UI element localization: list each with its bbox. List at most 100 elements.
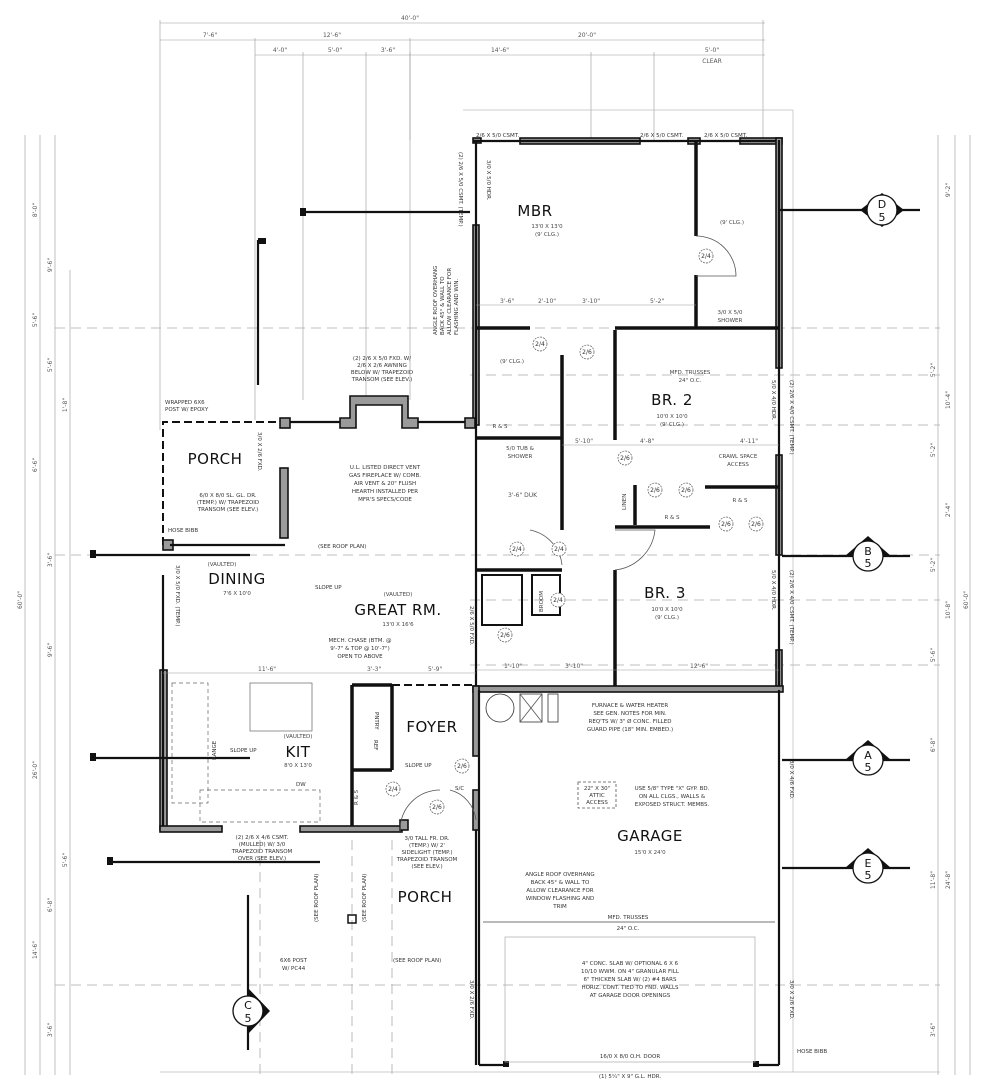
entry-door-note: 3/0 TALL FR. DR. (TEMP.) W/ 2' SIDELIGHT… <box>396 836 458 870</box>
door-tag: 2/6 <box>718 516 734 532</box>
label: 2/6 X 5/0 CSMT. <box>704 133 747 139</box>
label: 5/0 X 4/0 HDR. <box>770 570 776 611</box>
dim-left: 3'-6" <box>47 1023 54 1037</box>
section-sheet: 5 <box>865 557 872 570</box>
dim-left: 9'-6" <box>47 258 54 272</box>
label: BELOW W/ TRAPEZOID <box>351 370 413 376</box>
dim-right: 5'-2" <box>930 363 937 377</box>
pantry-label: PNTRY <box>373 712 379 730</box>
wic-shelf: R & S <box>492 424 508 430</box>
door-tag: 2/4 <box>509 541 525 557</box>
room-ceiling: (9' CLG.) <box>535 232 559 238</box>
slab-note: 4" CONC. SLAB W/ OPTIONAL 6 X 6 10/10 WW… <box>581 961 680 999</box>
label: 3/0 X 2/6 FXD. <box>788 980 794 1020</box>
label: (2) 2/6 X 5/0 FXD. W/ <box>353 356 411 362</box>
label: 2/6 <box>500 632 510 639</box>
room-name: DINING <box>208 570 265 588</box>
label: 2/6 X 5/0 CSMT. <box>640 133 683 139</box>
garage-header-label: (1) 5¼" X 9" G.L. HDR. <box>599 1074 662 1080</box>
section-letter: B <box>864 545 872 558</box>
label: 3'-10" <box>582 298 600 305</box>
room-name: BR. 3 <box>644 584 686 602</box>
label: ON ALL CLGS., WALLS & <box>639 794 706 800</box>
label: U.L. LISTED DIRECT VENT <box>350 465 421 471</box>
post-note: W/ PC44 <box>282 966 306 972</box>
section-letter: E <box>865 857 872 870</box>
dim-top: 5'-0" <box>705 47 719 54</box>
door-tag: 2/4 <box>532 336 548 352</box>
dim-left: 5'-6" <box>47 358 54 372</box>
room-vaulted: (VAULTED) <box>284 734 313 740</box>
label: SIDELIGHT (TEMP.) <box>401 850 452 856</box>
mbath-ceiling: (9' CLG.) <box>720 220 744 226</box>
room-vaulted: (VAULTED) <box>384 592 413 598</box>
dim-left: 6'-8" <box>47 898 54 912</box>
see-roof-plan-note: (SEE ROOF PLAN) <box>314 874 320 922</box>
section-sheet: 5 <box>865 761 872 774</box>
shower-label: SHOWER <box>718 318 743 324</box>
dim-top: 3'-6" <box>381 47 395 54</box>
label: TRAPEZOID TRANSOM <box>231 849 293 855</box>
dim-right: 10'-4" <box>945 391 952 409</box>
dim-left: 26'-0" <box>32 761 39 779</box>
label: (2) 2/6 X 4/6 CSMT. <box>236 835 289 841</box>
section-marker-c[interactable]: C 5 <box>232 988 270 1034</box>
label: 2/4 <box>553 597 563 604</box>
bath-shower: SHOWER <box>508 454 533 460</box>
dim-right: 9'-2" <box>945 183 952 197</box>
section-marker-b[interactable]: B 5 <box>845 536 891 572</box>
section-marker-a[interactable]: A 5 <box>845 740 891 776</box>
door-tag: 2/6 <box>579 344 595 360</box>
door-tag: 2/6 <box>748 516 764 532</box>
dim-right: 5'-6" <box>930 648 937 662</box>
dim-left: 9'-6" <box>47 643 54 657</box>
dim-left: 5'-6" <box>32 313 39 327</box>
label: 9'-7" & TOP @ 10'-7") <box>330 646 389 652</box>
label: 2/4 <box>388 786 398 793</box>
label: TRANSOM (SEE ELEV.) <box>197 507 258 513</box>
label: MFR'S SPECS/CODE <box>358 497 412 503</box>
trusses-note: MFD. TRUSSES <box>670 370 711 376</box>
section-marker-e[interactable]: E 5 <box>845 848 891 884</box>
label: 6/0 X 8/0 SL. GL. DR. <box>199 493 256 499</box>
room-vaulted: (VAULTED) <box>208 562 237 568</box>
crawl-note: ACCESS <box>727 462 749 468</box>
dim-right: 5'-2" <box>930 558 937 572</box>
angle-roof-garage-note: ANGLE ROOF OVERHANG BACK 45° & WALL TO A… <box>525 872 594 910</box>
label: 4'-11" <box>740 438 758 445</box>
range-label: RANGE <box>212 740 218 760</box>
wic-ceiling: (9' CLG.) <box>500 359 524 365</box>
section-sheet: 5 <box>879 211 886 224</box>
section-marker-d[interactable]: D 5 <box>860 193 904 227</box>
label: 4'-8" <box>640 438 654 445</box>
label: 2'-10" <box>538 298 556 305</box>
dim-top: 14'-6" <box>491 47 509 54</box>
label: EXPOSED STRUCT. MEMBS. <box>635 802 710 808</box>
room-porch-bottom: PORCH <box>398 888 452 906</box>
broom-label: BROOM <box>539 591 545 612</box>
label: OVER (SEE ELEV.) <box>238 856 286 862</box>
label: 2/6 X 5/0 FXD. <box>468 606 474 646</box>
label: 3'-10" <box>565 663 583 670</box>
label: 2/6 <box>582 349 592 356</box>
label: 2/6 <box>620 455 630 462</box>
room-size: 15'0 X 24'0 <box>634 850 666 856</box>
shelf-label: R & S <box>732 498 748 504</box>
section-sheet: 5 <box>865 869 872 882</box>
room-size: 13'0 X 16'6 <box>382 622 414 628</box>
section-sheet: 5 <box>245 1012 252 1025</box>
dim-left-overall: 60'-0" <box>17 591 24 609</box>
slope-up-label: SLOPE UP <box>230 748 257 754</box>
reference-grid <box>55 109 940 1075</box>
dim-left: 3'-6" <box>47 553 54 567</box>
label: 4" CONC. SLAB W/ OPTIONAL 6 X 6 <box>582 961 679 967</box>
label: 12'-6" <box>690 663 708 670</box>
label: TRANSOM (SEE ELEV.) <box>351 377 412 383</box>
post-note: 6X6 POST <box>280 958 308 964</box>
label: 3/0 X 5/0 FXD. (TEMP.) <box>174 565 180 626</box>
room-dining: (VAULTED) DINING 7'6 X 10'0 <box>208 562 266 597</box>
label: 2/6 <box>721 521 731 528</box>
label: TRAPEZOID TRANSOM <box>396 857 458 863</box>
label: 2/6 <box>751 521 761 528</box>
